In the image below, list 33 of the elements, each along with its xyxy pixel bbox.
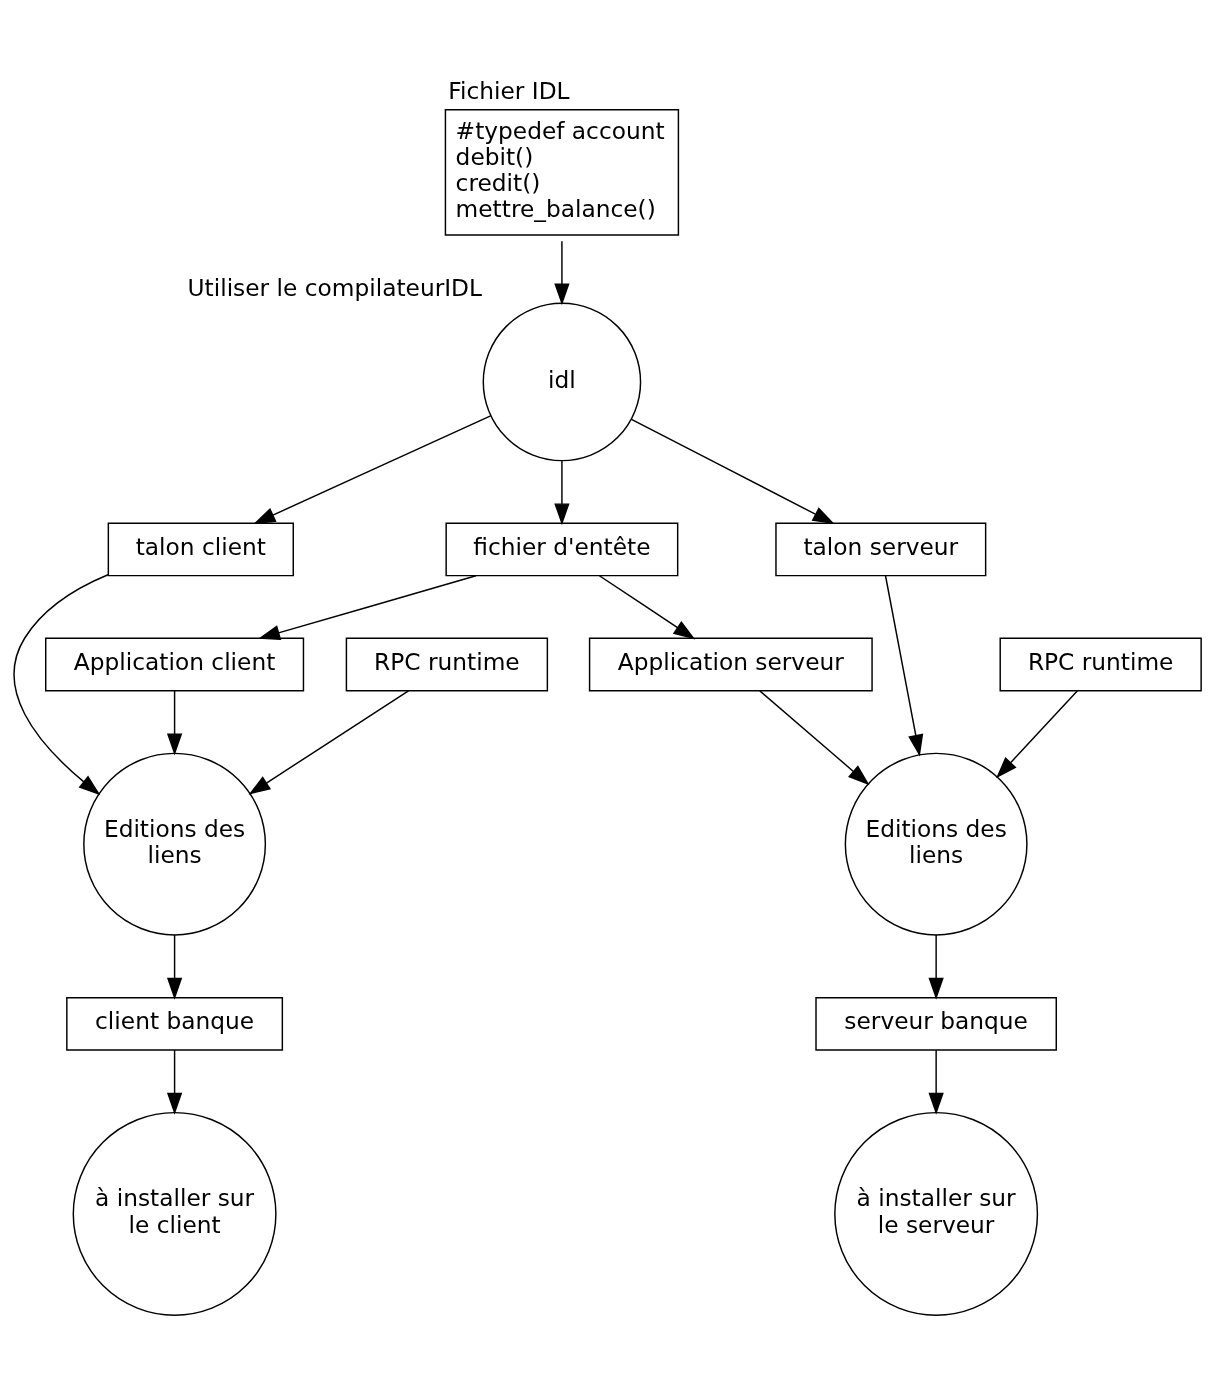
- node-box: #typedef account debit() credit() mettre_balance(): [444, 108, 680, 236]
- node-circle: Editions des liens: [83, 752, 267, 936]
- node-box: Application client: [45, 637, 305, 691]
- node-box: talon serveur: [775, 522, 987, 576]
- node-circle: idl: [482, 302, 642, 461]
- arrow: [166, 933, 183, 1000]
- node-circle: à installer sur le serveur: [834, 1111, 1039, 1316]
- node-box: client banque: [66, 996, 284, 1051]
- node-box: fichier d'entête: [445, 522, 679, 576]
- arrow: [759, 689, 870, 785]
- node-label: Utiliser le compilateurIDL: [187, 273, 482, 301]
- arrow: [928, 933, 944, 1000]
- arrow: [13, 573, 109, 795]
- arrow: [884, 574, 924, 756]
- node-box: talon client: [107, 522, 294, 576]
- node-circle: à installer sur le client: [72, 1111, 277, 1316]
- arrow: [598, 574, 696, 639]
- node-box: Application serveur: [588, 637, 873, 691]
- arrow: [248, 689, 410, 795]
- node-label: Fichier IDL: [448, 76, 570, 104]
- arrow: [253, 414, 492, 524]
- node-box: serveur banque: [815, 996, 1057, 1051]
- arrow: [630, 418, 835, 524]
- arrow: [554, 459, 570, 525]
- arrow: [928, 1048, 944, 1115]
- node-circle: Editions des liens: [844, 752, 1028, 936]
- arrow: [166, 689, 183, 755]
- arrow: [554, 240, 570, 305]
- node-box: RPC runtime: [999, 637, 1202, 691]
- node-box: RPC runtime: [345, 637, 549, 691]
- arrow: [258, 574, 477, 640]
- arrow: [166, 1048, 183, 1115]
- arrow: [996, 689, 1079, 778]
